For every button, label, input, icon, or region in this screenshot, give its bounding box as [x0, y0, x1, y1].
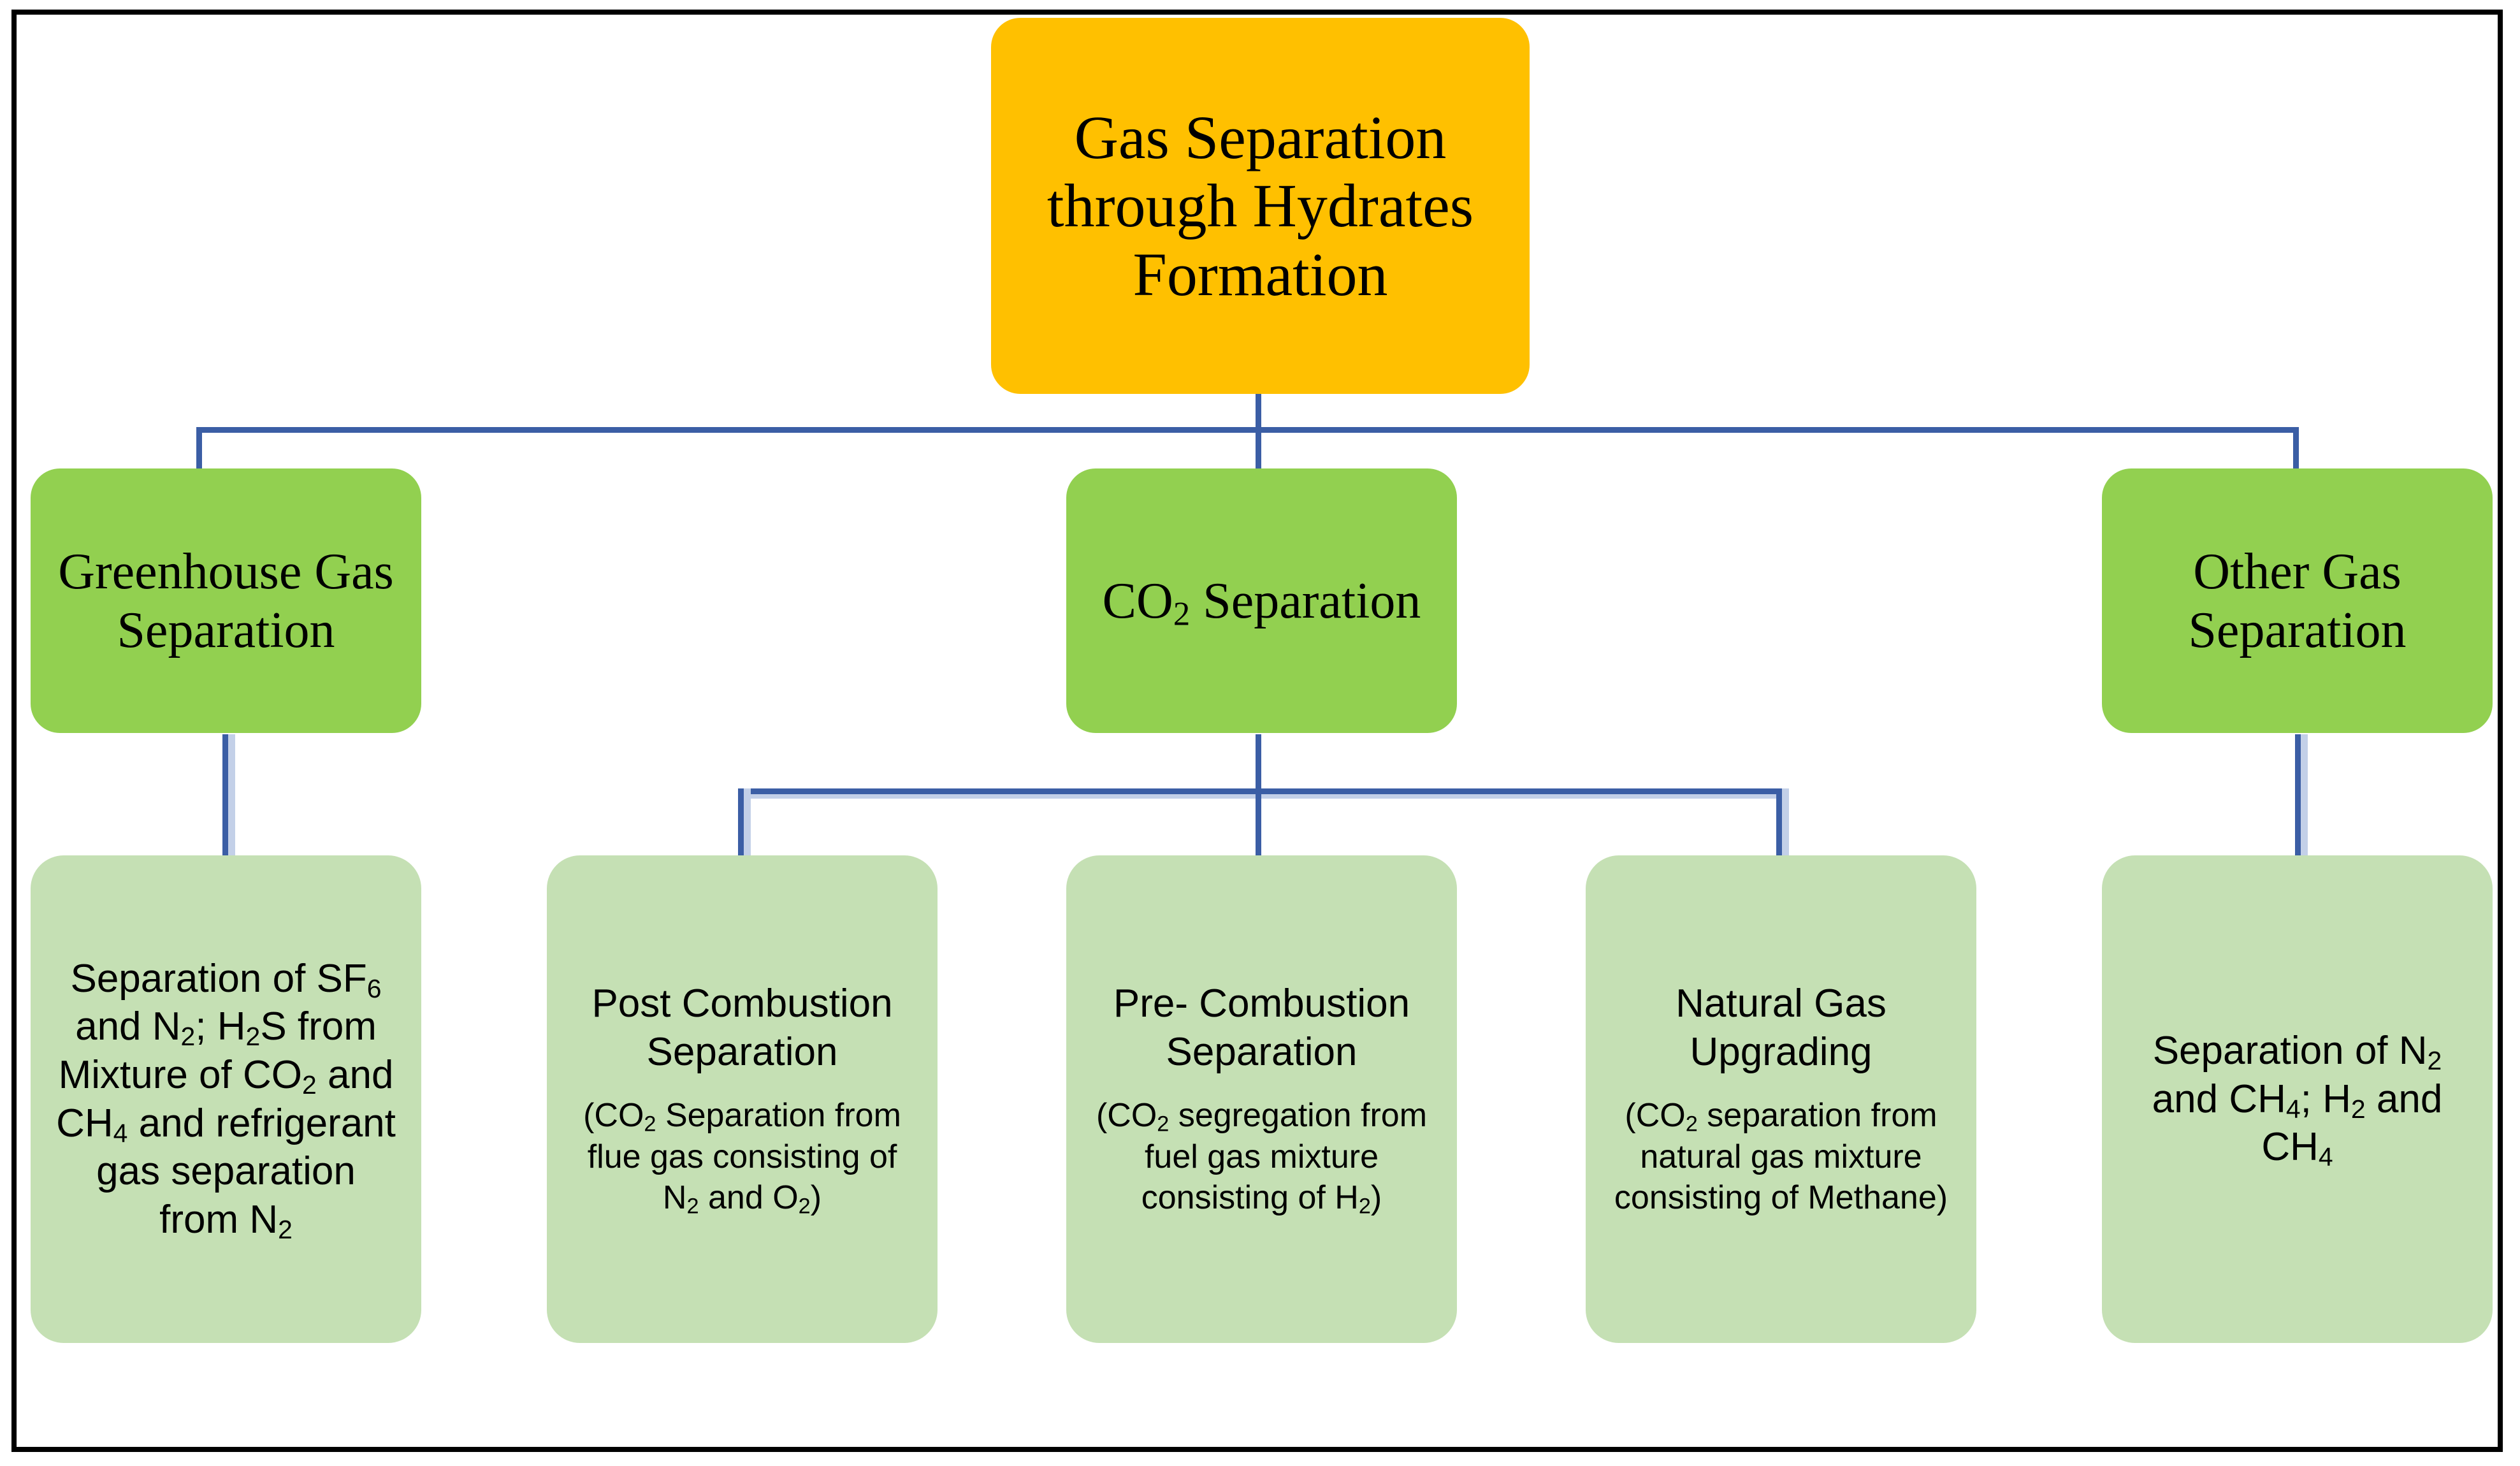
root-label-line2: through Hydrates [1046, 171, 1474, 240]
node-co2-separation[interactable]: CO2 Separation [1066, 468, 1457, 733]
node-greenhouse-detail[interactable]: Separation of SF6 and N2; H2S from Mixtu… [31, 855, 421, 1343]
other-gas-label-line1: Other Gas [2193, 543, 2401, 600]
co2-separation-label: CO2 Separation [1102, 572, 1421, 633]
connector-root-stem [1256, 393, 1261, 432]
co2-label-subscript: 2 [1173, 595, 1191, 633]
root-label-line3: Formation [1133, 240, 1388, 308]
connector-other-gas-shadow [2299, 734, 2308, 855]
connector-to-post-combustion [738, 788, 744, 857]
node-pre-combustion-separation[interactable]: Pre- Combustion Separation (CO2 segregat… [1066, 855, 1457, 1343]
connector-level2-bus [196, 427, 2298, 433]
greenhouse-detail-title: Separation of SF6 and N2; H2S from Mixtu… [56, 956, 396, 1244]
connector-to-natural-gas-upgrading [1776, 788, 1782, 857]
connector-natural-gas-shadow [1780, 788, 1789, 857]
node-other-gas-separation[interactable]: Other Gas Separation [2102, 468, 2493, 733]
connector-greenhouse-shadow [226, 734, 235, 855]
node-other-gas-detail[interactable]: Separation of N2 and CH4; H2 and CH4 [2102, 855, 2493, 1343]
co2-label-prefix: CO [1102, 572, 1173, 629]
root-label-line1: Gas Separation [1074, 103, 1447, 171]
greenhouse-label-line2: Separation [117, 602, 335, 658]
connector-greenhouse-to-detail [222, 734, 228, 855]
other-gas-detail-title: Separation of N2 and CH4; H2 and CH4 [2152, 1029, 2443, 1172]
post-combustion-title: Post Combustion Separation [591, 982, 893, 1074]
co2-label-suffix: Separation [1190, 572, 1421, 629]
connector-to-other-gas-separation [2293, 427, 2299, 470]
greenhouse-label-line1: Greenhouse Gas [58, 543, 394, 600]
node-natural-gas-upgrading[interactable]: Natural Gas Upgrading (CO2 separation fr… [1586, 855, 1976, 1343]
connector-to-pre-combustion [1256, 788, 1261, 857]
connector-to-greenhouse-gas-separation [196, 427, 202, 470]
node-post-combustion-separation[interactable]: Post Combustion Separation (CO2 Separati… [547, 855, 938, 1343]
natural-gas-upgrading-sub: (CO2 separation from natural gas mixture… [1614, 1097, 1948, 1217]
node-root-gas-separation-through-hydrates-formation[interactable]: Gas Separation through Hydrates Formatio… [991, 18, 1530, 394]
connector-post-combustion-shadow [742, 788, 751, 857]
post-combustion-sub: (CO2 Separation from flue gas consisting… [583, 1097, 901, 1219]
connector-other-gas-to-detail [2295, 734, 2301, 855]
pre-combustion-sub: (CO2 segregation from fuel gas mixture c… [1096, 1097, 1428, 1219]
connector-co2-stem [1256, 734, 1261, 792]
node-greenhouse-gas-separation[interactable]: Greenhouse Gas Separation [31, 468, 421, 733]
diagram-frame-border [11, 10, 2503, 1452]
connector-to-co2-separation [1256, 427, 1261, 470]
other-gas-label-line2: Separation [2188, 602, 2407, 658]
natural-gas-upgrading-title: Natural Gas Upgrading [1676, 982, 1886, 1074]
pre-combustion-title: Pre- Combustion Separation [1113, 982, 1410, 1074]
